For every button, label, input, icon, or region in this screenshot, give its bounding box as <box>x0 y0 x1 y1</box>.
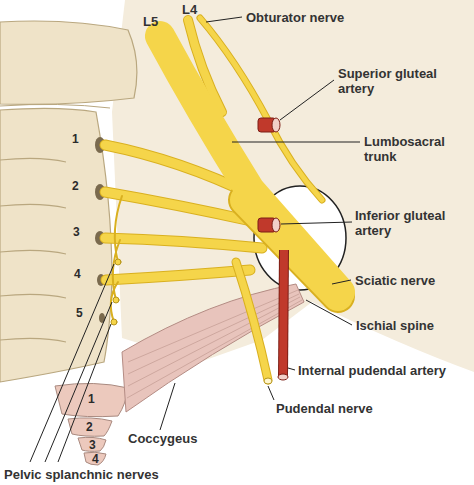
leader-line <box>58 324 111 462</box>
ganglion-dot <box>115 259 121 265</box>
sacral-number: 1 <box>72 132 79 147</box>
coccygeal-number: 3 <box>89 438 96 453</box>
leader-line <box>306 300 352 325</box>
bones <box>0 0 474 465</box>
sacral-number: 5 <box>76 306 83 321</box>
leader-line <box>332 280 351 284</box>
muscle-fibres <box>127 290 302 398</box>
leader-line <box>288 368 295 370</box>
hip-bone <box>112 0 474 372</box>
sacral-number: 4 <box>74 267 81 282</box>
nerves <box>105 18 340 380</box>
artery-cut-end <box>272 218 280 232</box>
coccygeal-number: 4 <box>92 452 99 467</box>
leader-line <box>268 386 274 400</box>
muscle-label: Coccygeus <box>128 431 197 446</box>
pudendal-nerve <box>236 262 268 380</box>
artery-label: Superior gluteal artery <box>338 66 458 96</box>
leader-line <box>30 264 114 462</box>
coccygeal-number: 1 <box>88 392 95 407</box>
leader-line <box>232 142 360 143</box>
leader-line <box>206 17 242 22</box>
leader-lines <box>30 17 360 462</box>
nerve-label: Lumbosacral trunk <box>364 134 464 164</box>
coccygeus-muscle <box>122 284 304 412</box>
internal-pudendal-artery <box>283 250 284 376</box>
nerve-cut-end <box>264 378 272 384</box>
coccyx-segment <box>68 418 112 436</box>
internal-pudendal-artery <box>283 250 284 376</box>
artery-cut-end <box>278 374 288 380</box>
sciatic-nerve <box>160 36 340 296</box>
pelvic-splanchnic-branches <box>111 196 122 322</box>
ganglion-dot <box>113 297 119 303</box>
coccygeal-number: 2 <box>86 420 93 435</box>
nerve-label: Pelvic splanchnic nerves <box>4 467 159 482</box>
sacral-ridges <box>0 158 66 342</box>
sacral-foramina <box>95 137 105 323</box>
nerve-label: Obturator nerve <box>246 10 344 25</box>
coccyx <box>55 383 128 465</box>
artery-label: Internal pudendal artery <box>298 363 446 378</box>
nerve-label: Sciatic nerve <box>355 273 435 288</box>
root-label: L4 <box>182 2 197 17</box>
ganglion-dot <box>111 319 117 325</box>
root-label: L5 <box>143 14 158 29</box>
arteries <box>258 118 288 384</box>
leader-line <box>45 302 112 462</box>
leader-line <box>160 383 175 430</box>
nerve-label: Pudendal nerve <box>276 401 373 416</box>
leader-line <box>280 80 334 120</box>
artery-cut-end <box>272 118 280 132</box>
l5-vertebra <box>0 21 137 104</box>
sacral-number: 3 <box>73 225 80 240</box>
leader-line <box>281 222 352 224</box>
sacral-number: 2 <box>72 179 79 194</box>
bone-label: Ischial spine <box>356 318 434 333</box>
ganglion-dots <box>111 259 121 325</box>
artery-label: Inferior gluteal artery <box>355 208 471 238</box>
disc-line <box>0 104 110 108</box>
coccygeus-shape <box>122 284 304 412</box>
pudendal-nerve <box>236 262 268 380</box>
